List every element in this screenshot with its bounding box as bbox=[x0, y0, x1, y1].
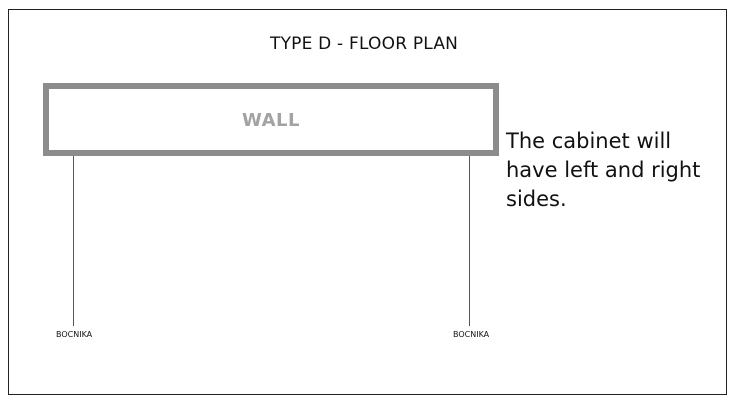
left-side-label: BOCNIKA bbox=[56, 330, 93, 339]
left-side-line bbox=[73, 156, 74, 326]
right-side-label: BOCNIKA bbox=[453, 330, 490, 339]
right-side-line bbox=[469, 156, 470, 326]
wall-outline: WALL bbox=[43, 83, 499, 156]
wall-label: WALL bbox=[242, 110, 300, 131]
diagram-title: TYPE D - FLOOR PLAN bbox=[270, 34, 459, 54]
cabinet-note: The cabinet will have left and right sid… bbox=[506, 129, 701, 211]
drawing-frame bbox=[8, 9, 727, 395]
